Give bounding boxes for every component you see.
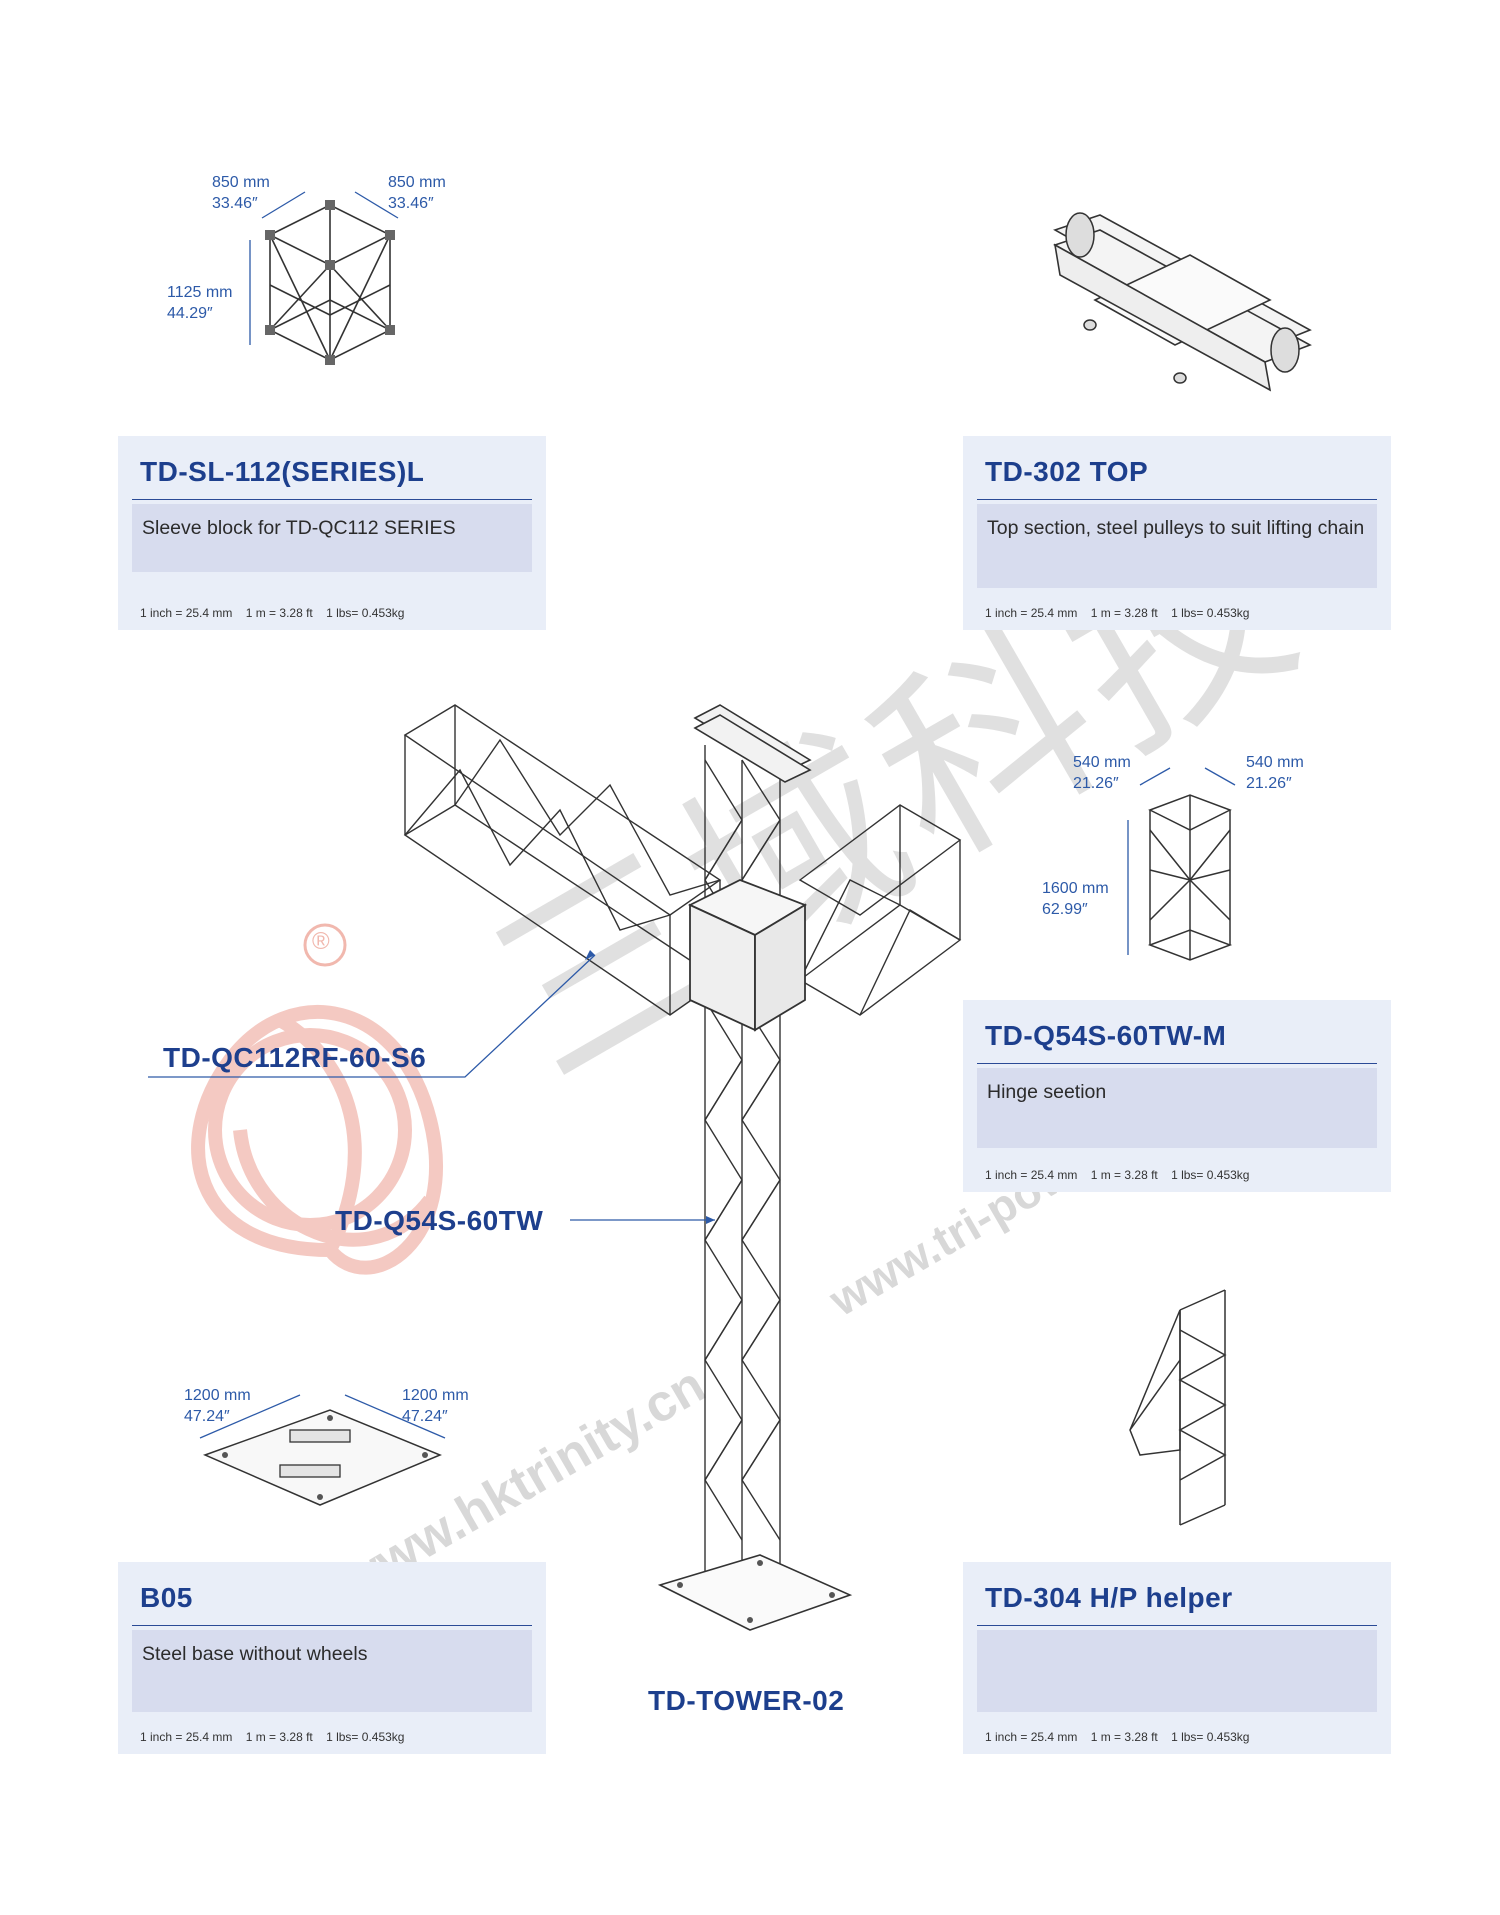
hinge-dim-left: 540 mm 21.26″ <box>1073 754 1131 792</box>
card-sleeve-block: TD-SL-112(SERIES)L Sleeve block for TD-Q… <box>118 436 546 630</box>
title-divider <box>132 499 532 500</box>
card-title: TD-Q54S-60TW-M <box>985 1020 1227 1051</box>
card-description <box>977 1630 1377 1712</box>
watermark-registered: ® <box>312 928 330 955</box>
card-description: Hinge seetion <box>977 1068 1377 1148</box>
unit-conversion: 1 inch = 25.4 mm 1 m = 3.28 ft 1 lbs= 0.… <box>985 1730 1250 1744</box>
hinge-dim-right: 540 mm 21.26″ <box>1246 754 1304 792</box>
card-description: Top section, steel pulleys to suit lifti… <box>977 504 1377 588</box>
card-title: B05 <box>140 1582 193 1613</box>
card-hinge-section: TD-Q54S-60TW-M Hinge seetion 1 inch = 25… <box>963 1000 1391 1192</box>
card-title: TD-SL-112(SERIES)L <box>140 456 425 487</box>
title-divider <box>977 1625 1377 1626</box>
unit-conversion: 1 inch = 25.4 mm 1 m = 3.28 ft 1 lbs= 0.… <box>140 606 405 620</box>
card-title: TD-304 H/P helper <box>985 1582 1233 1613</box>
unit-conversion: 1 inch = 25.4 mm 1 m = 3.28 ft 1 lbs= 0.… <box>140 1730 405 1744</box>
sleeve-dim-left: 850 mm 33.46″ <box>212 174 270 212</box>
sleeve-dim-height: 1125 mm 44.29″ <box>167 284 233 322</box>
callout-tower-truss: TD-Q54S-60TW <box>335 1205 544 1236</box>
hinge-dim-height: 1600 mm 62.99″ <box>1042 880 1109 918</box>
card-top-section: TD-302 TOP Top section, steel pulleys to… <box>963 436 1391 630</box>
sleeve-block-drawing <box>249 191 399 365</box>
top-section-drawing <box>1053 212 1312 392</box>
title-divider <box>977 1063 1377 1064</box>
title-divider <box>977 499 1377 500</box>
unit-conversion: 1 inch = 25.4 mm 1 m = 3.28 ft 1 lbs= 0.… <box>985 606 1250 620</box>
card-helper: TD-304 H/P helper 1 inch = 25.4 mm 1 m =… <box>963 1562 1391 1754</box>
card-description: Sleeve block for TD-QC112 SERIES <box>132 504 532 572</box>
card-description: Steel base without wheels <box>132 1630 532 1712</box>
callout-assembly: TD-TOWER-02 <box>648 1685 845 1716</box>
title-divider <box>132 1625 532 1626</box>
card-title: TD-302 TOP <box>985 456 1149 487</box>
callout-cross-truss: TD-QC112RF-60-S6 <box>163 1042 427 1073</box>
base-dim-left: 1200 mm 47.24″ <box>184 1387 251 1425</box>
sleeve-dim-right: 850 mm 33.46″ <box>388 174 446 212</box>
base-dim-right: 1200 mm 47.24″ <box>402 1387 469 1425</box>
card-steel-base: B05 Steel base without wheels 1 inch = 2… <box>118 1562 546 1754</box>
unit-conversion: 1 inch = 25.4 mm 1 m = 3.28 ft 1 lbs= 0.… <box>985 1168 1250 1182</box>
